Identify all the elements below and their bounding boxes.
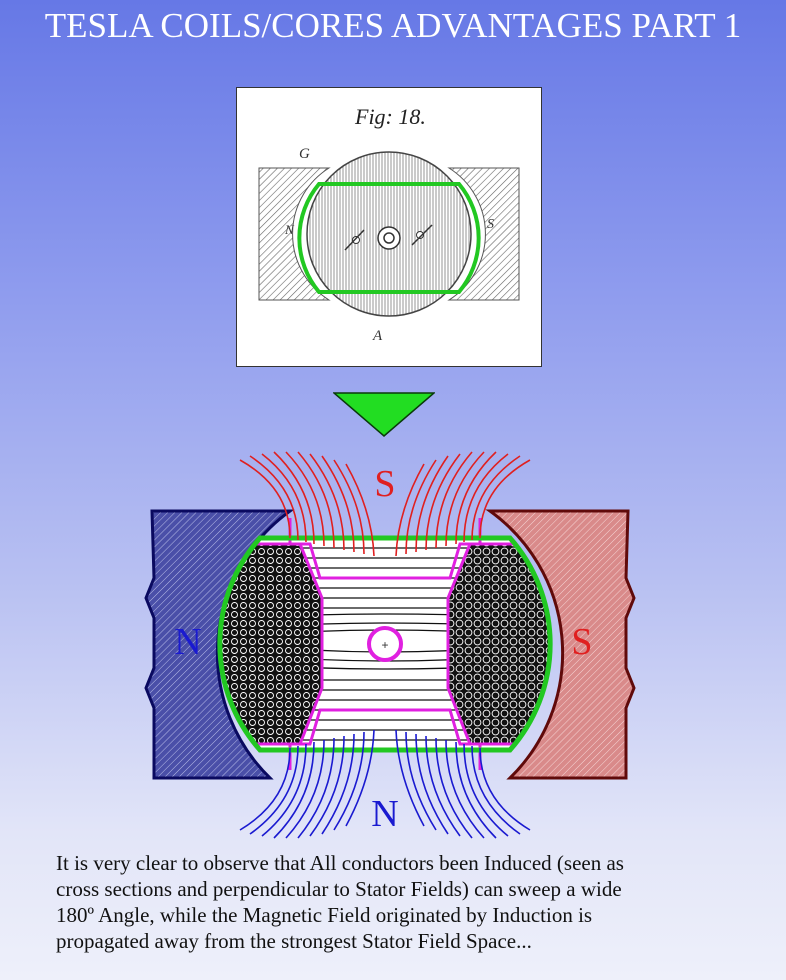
figure-lead-left xyxy=(344,229,365,251)
conductor-boundary xyxy=(217,535,553,753)
caption-line: It is very clear to observe that All con… xyxy=(56,851,624,875)
down-arrow-icon xyxy=(333,392,435,437)
figure-label-a: A xyxy=(372,328,383,344)
left-pole-label: N xyxy=(174,621,201,663)
figure-terminal-right xyxy=(416,231,424,239)
right-pole-label: S xyxy=(571,621,592,663)
bottom-field-lines xyxy=(239,729,531,839)
bottom-pole-label: N xyxy=(371,793,398,835)
figure-shaft xyxy=(377,226,401,250)
caption-line: 180º Angle, while the Magnetic Field ori… xyxy=(56,903,593,927)
page-title: TESLA COILS/CORES ADVANTAGES PART 1 xyxy=(44,6,742,45)
core-outline-top xyxy=(288,518,482,580)
figure-label-g: G xyxy=(299,146,310,162)
patent-figure-drawing: Fig: 18. G N S A xyxy=(258,104,520,344)
shaft-center-mark: + xyxy=(381,638,388,652)
caption-line: propagated away from the strongest Stato… xyxy=(56,929,532,953)
figure-armature-outline xyxy=(297,182,481,294)
figure-label-n: N xyxy=(284,222,295,237)
top-pole-label: S xyxy=(374,463,395,505)
top-field-lines xyxy=(239,451,531,557)
rotor-field-diagram: + S xyxy=(144,451,636,839)
figure-label-s: S xyxy=(487,217,494,232)
patent-figure: Fig: 18. G N S A xyxy=(236,87,542,367)
core-outline-bottom xyxy=(288,708,482,770)
figure-terminal-left xyxy=(352,236,360,244)
caption-line: cross sections and perpendicular to Stat… xyxy=(56,877,622,901)
figure-shaft-inner xyxy=(383,232,395,244)
figure-lead-right xyxy=(411,224,433,246)
shaft-circle xyxy=(367,626,403,662)
explanation-text: It is very clear to observe that All con… xyxy=(56,850,776,954)
south-pole-block xyxy=(485,509,636,780)
figure-caption: Fig: 18. xyxy=(354,104,426,129)
